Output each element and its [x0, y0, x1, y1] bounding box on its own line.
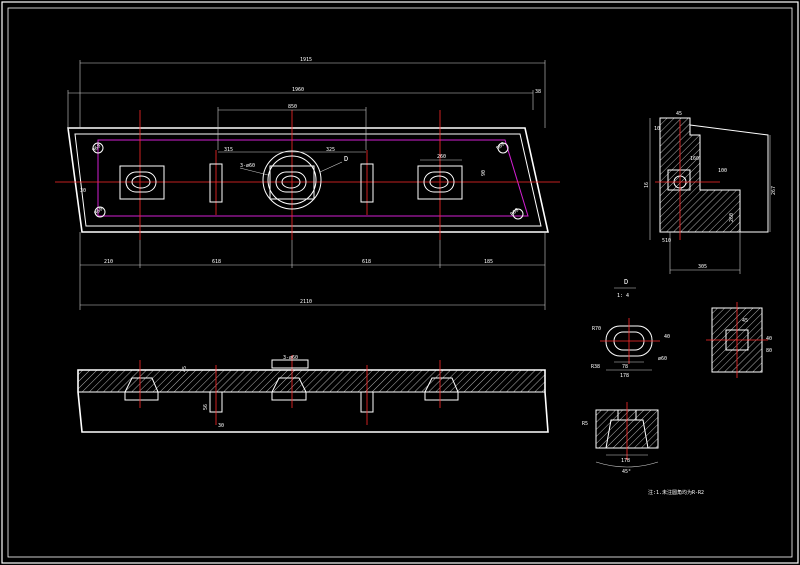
- section-dim-4: 100: [718, 168, 727, 174]
- front-view: 3-ø60 45 56 30: [77, 355, 549, 433]
- plan-detail-marker: D: [344, 155, 348, 163]
- detail-small-dim-2: 40: [766, 336, 772, 342]
- detail-small: 45 40 80: [706, 302, 772, 378]
- dim-left-offset: 315: [224, 147, 233, 153]
- detail-d-marker: D: [624, 278, 628, 286]
- plan-inner-outline: [97, 139, 529, 217]
- section-dim-1: 45: [676, 111, 682, 117]
- detail-d-dim-1: R70: [592, 326, 601, 332]
- section-dim-3: 160: [690, 156, 699, 162]
- detail-c-dim-3: 45°: [622, 469, 631, 475]
- corner-dim-4: R60: [509, 207, 520, 217]
- bottom-dim-1: 210: [104, 259, 113, 265]
- detail-small-dim-3: 80: [766, 348, 772, 354]
- front-hole-note: 3-ø60: [283, 355, 298, 361]
- detail-c-dim-1: R5: [582, 421, 588, 427]
- front-top-strip: [77, 369, 546, 393]
- corner-dim-3: R60: [93, 206, 104, 216]
- drawing-note: 注:1.未注圆角均为R-R2: [648, 489, 704, 496]
- dim-slot-height: 90: [481, 170, 487, 176]
- plan-plate-outline: [67, 127, 549, 233]
- detail-d-dim-2: ø60: [658, 356, 667, 362]
- detail-c-dim-2: 178: [621, 458, 630, 464]
- corner-dim-2: R60: [495, 141, 506, 151]
- front-top-dim: 45: [182, 366, 188, 372]
- detail-d-scale: 1: 4: [617, 293, 629, 299]
- front-outline: [77, 369, 549, 433]
- corner-dim-1: R60: [91, 143, 102, 153]
- detail-small-dim-1: 45: [742, 318, 748, 324]
- drawing-frame: [7, 7, 793, 558]
- dim-total: 2110: [300, 299, 312, 305]
- detail-d-dim-5: 40: [664, 334, 670, 340]
- dim-side: 38: [535, 89, 541, 95]
- detail-d-dim-4: 78: [622, 364, 628, 370]
- plan-hole-note: 3-ø60: [240, 163, 255, 169]
- section-view: 45 10 160 100 16 260 267 510 305: [644, 111, 777, 274]
- section-dim-2: 10: [654, 126, 660, 132]
- section-dim-9: 305: [698, 264, 707, 270]
- dim-left-angle: 30: [80, 188, 86, 194]
- dim-inner: 1960: [292, 87, 304, 93]
- dim-overall: 1915: [300, 57, 312, 63]
- plan-view: 1915 1960 38 850 315 325 3-ø60 D 260 90 …: [55, 57, 560, 310]
- section-dim-7: 267: [771, 186, 777, 195]
- detail-c: R5 178 45°: [582, 402, 659, 475]
- detail-d-dim-3: 178: [620, 373, 629, 379]
- section-dim-5: 16: [644, 182, 650, 188]
- dim-right-offset: 325: [326, 147, 335, 153]
- section-dim-6: 260: [729, 213, 735, 222]
- bottom-dim-2: 618: [212, 259, 221, 265]
- bottom-dim-4: 185: [484, 259, 493, 265]
- dim-slot: 260: [437, 154, 446, 160]
- front-depth-dim: 30: [218, 423, 224, 429]
- detail-d-dim-6: R38: [591, 364, 600, 370]
- dim-center-span: 850: [288, 104, 297, 110]
- front-slot-dim: 56: [203, 404, 209, 410]
- section-dim-8: 510: [662, 238, 671, 244]
- bottom-dim-3: 618: [362, 259, 371, 265]
- detail-d: D 1: 4 R70 ø60 178 78 40 R38: [591, 278, 670, 379]
